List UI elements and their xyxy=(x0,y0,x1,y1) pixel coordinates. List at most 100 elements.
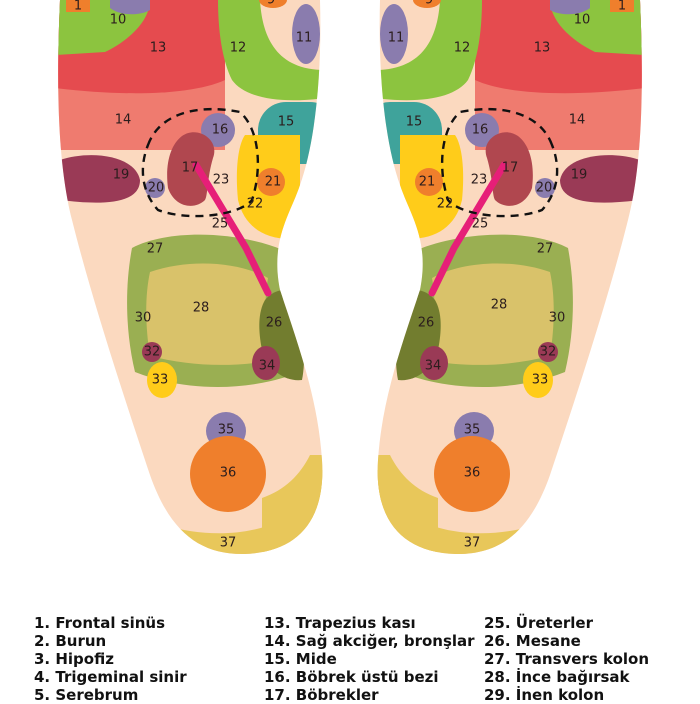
zone-34-shape xyxy=(420,346,448,380)
label-36: 36 xyxy=(464,466,481,481)
zone-top-shape xyxy=(110,0,150,15)
zone-1-shape xyxy=(610,0,634,12)
label-14: 14 xyxy=(569,113,586,128)
label-9: 9 xyxy=(425,0,433,8)
legend-item: 13. Trapezius kası xyxy=(264,614,416,632)
label-9: 9 xyxy=(267,0,275,8)
zone-34-shape xyxy=(252,346,280,380)
legend-item: 17. Böbrekler xyxy=(264,686,379,704)
heel-band-side xyxy=(262,455,323,555)
zone-25-ureter xyxy=(192,161,272,297)
zone-19-shape xyxy=(60,155,140,203)
legend-item: 1. Frontal sinüs xyxy=(34,614,166,632)
label-12: 12 xyxy=(454,41,471,56)
label-17: 17 xyxy=(182,161,199,176)
zone-top-shape xyxy=(550,0,590,15)
label-33: 33 xyxy=(152,373,169,388)
label-19: 19 xyxy=(113,168,130,183)
heel-band-side xyxy=(377,455,438,555)
zone-36-shape xyxy=(434,436,510,512)
legend-item: 15. Mide xyxy=(264,650,337,668)
label-22: 22 xyxy=(247,197,264,212)
legend-item: 26. Mesane xyxy=(484,632,581,650)
legend-item: 29. İnen kolon xyxy=(484,686,605,704)
label-19: 19 xyxy=(571,168,588,183)
label-1: 1 xyxy=(74,0,82,14)
zone-20-shape xyxy=(145,178,165,198)
label-11: 11 xyxy=(388,31,405,46)
legend-column-1: 1. Frontal sinüs 2. Burun 3. Hipofiz 4. … xyxy=(34,614,187,704)
zone-11-shape xyxy=(292,4,320,64)
zone-36-shape xyxy=(190,436,266,512)
label-10: 10 xyxy=(110,13,127,28)
label-16: 16 xyxy=(212,123,229,138)
label-27: 27 xyxy=(147,242,164,257)
zone-16-shape xyxy=(201,113,235,147)
zone-17-shape xyxy=(167,132,215,206)
label-35: 35 xyxy=(464,423,481,438)
zone-9-shape xyxy=(413,0,441,8)
zone-17-shape xyxy=(485,132,533,206)
label-15: 15 xyxy=(406,115,423,130)
zone-21-shape xyxy=(415,168,443,196)
legend-item: 3. Hipofiz xyxy=(34,650,114,668)
zone-33-shape xyxy=(147,362,177,398)
legend-item: 5. Serebrum xyxy=(34,686,139,704)
label-37: 37 xyxy=(220,536,237,551)
label-15: 15 xyxy=(278,115,295,130)
zone-37-shape xyxy=(377,470,600,555)
legend-column-2: 13. Trapezius kası 14. Sağ akciğer, bron… xyxy=(264,614,475,704)
label-1: 1 xyxy=(618,0,626,14)
label-35: 35 xyxy=(218,423,235,438)
label-25: 25 xyxy=(472,217,489,232)
zone-32-shape xyxy=(538,342,558,362)
zone-11-shape xyxy=(380,4,408,64)
label-30: 30 xyxy=(549,311,566,326)
zone-33-shape xyxy=(523,362,553,398)
zone-9-shape xyxy=(259,0,287,8)
label-10: 10 xyxy=(574,13,591,28)
label-14: 14 xyxy=(115,113,132,128)
dashed-outline xyxy=(440,108,559,218)
label-12: 12 xyxy=(230,41,247,56)
zone-37-shape xyxy=(100,470,323,555)
zone-28-shape xyxy=(425,263,554,365)
zone-32-shape xyxy=(142,342,162,362)
label-23: 23 xyxy=(471,173,488,188)
label-21: 21 xyxy=(265,175,282,190)
label-16: 16 xyxy=(472,123,489,138)
label-25: 25 xyxy=(212,217,229,232)
zone-20-shape xyxy=(535,178,555,198)
label-34: 34 xyxy=(425,359,442,374)
right-foot: 1 10 13 12 11 14 15 16 17 19 20 21 23 22… xyxy=(377,0,642,555)
left-foot: 1 10 13 12 11 14 15 16 17 19 20 21 23 22… xyxy=(58,0,323,555)
label-28: 28 xyxy=(193,301,210,316)
label-28: 28 xyxy=(491,298,508,313)
label-34: 34 xyxy=(259,359,276,374)
label-13: 13 xyxy=(150,41,167,56)
label-23: 23 xyxy=(213,173,230,188)
label-30: 30 xyxy=(135,311,152,326)
label-21: 21 xyxy=(419,175,436,190)
reflexology-foot-map: 1 10 13 12 11 14 15 16 17 19 20 21 23 22… xyxy=(58,0,642,555)
label-26: 26 xyxy=(266,316,283,331)
label-26: 26 xyxy=(418,316,435,331)
zone-21-shape xyxy=(257,168,285,196)
zone-28-shape xyxy=(146,263,275,365)
zone-12-shape xyxy=(377,0,482,101)
legend-item: 28. İnce bağırsak xyxy=(484,668,630,686)
zone-16-shape xyxy=(465,113,499,147)
legend-item: 4. Trigeminal sinir xyxy=(34,668,187,686)
label-37: 37 xyxy=(464,536,481,551)
legend-item: 2. Burun xyxy=(34,632,107,650)
zone-19-shape xyxy=(560,155,640,203)
legend-item: 14. Sağ akciğer, bronşlar xyxy=(264,632,475,650)
label-27: 27 xyxy=(537,242,554,257)
label-11: 11 xyxy=(296,31,313,46)
label-13: 13 xyxy=(534,41,551,56)
legend-item: 27. Transvers kolon xyxy=(484,650,650,668)
dashed-outline xyxy=(141,108,260,218)
legend-item: 16. Böbrek üstü bezi xyxy=(264,668,439,686)
label-20: 20 xyxy=(148,181,165,196)
label-20: 20 xyxy=(536,181,553,196)
